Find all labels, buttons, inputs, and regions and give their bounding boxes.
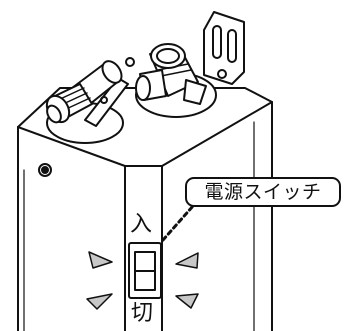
switch-on-label: 入 — [129, 212, 154, 237]
arrow-left-upper — [88, 251, 113, 269]
arrow-right-upper — [175, 252, 199, 269]
power-switch[interactable] — [128, 242, 162, 299]
top-screw — [125, 57, 135, 67]
left-connector — [45, 60, 129, 144]
callout-leader — [161, 204, 195, 242]
side-screw — [38, 163, 52, 177]
arrow-left-lower — [86, 293, 113, 310]
power-switch-callout: 電源スイッチ — [185, 177, 341, 207]
attention-arrows — [86, 251, 199, 310]
wall-bracket — [203, 11, 245, 85]
arrow-right-lower — [175, 293, 199, 309]
right-connector — [135, 43, 217, 118]
switch-off-label: 切 — [130, 301, 155, 326]
